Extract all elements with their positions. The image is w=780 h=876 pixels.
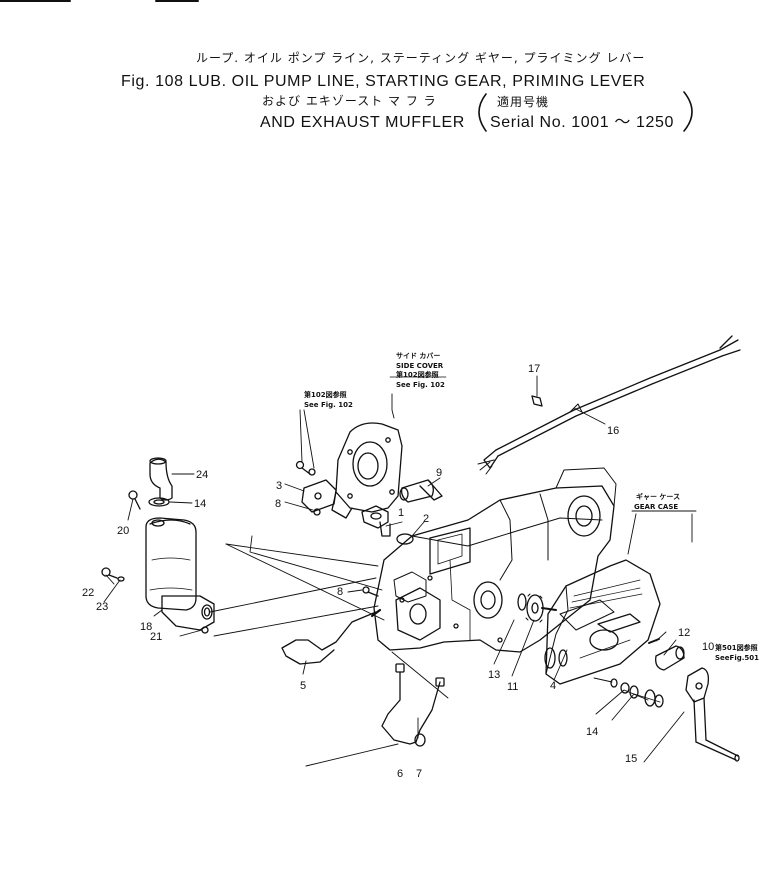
title-line-4-en: AND EXHAUST MUFFLER (260, 114, 465, 131)
callout-9: 9 (436, 467, 442, 479)
callout-14-upper: 14 (194, 498, 206, 510)
lever-shaft-10 (655, 645, 685, 671)
bolt-8-lower (362, 586, 379, 597)
callout-3: 3 (276, 480, 282, 492)
bolt-20 (128, 490, 141, 510)
callout-16: 16 (607, 425, 619, 437)
leader-lines (103, 375, 693, 767)
side-cover-ref-jp: 第102図参照 (396, 370, 439, 379)
callout-8-upper: 8 (275, 498, 281, 510)
fig501-ref-en: SeeFig.501 (715, 654, 759, 662)
callout-18: 18 (140, 621, 152, 633)
callout-11: 11 (507, 681, 518, 693)
washer-23 (117, 576, 125, 582)
serial-right-paren (683, 91, 693, 132)
side-cover-note-jp: サイド カバー (396, 352, 440, 360)
callout-6: 6 (397, 768, 403, 780)
bolt-22 (101, 567, 118, 579)
callout-20: 20 (117, 525, 129, 537)
starting-gear-11 (525, 593, 557, 623)
side-cover-note-en: SIDE COVER (396, 362, 444, 370)
callout-7: 7 (416, 768, 422, 780)
fitting-1 (361, 505, 391, 537)
callout-23: 23 (96, 601, 108, 613)
reference-notes: サイド カバー SIDE COVER 第102図参照 See Fig. 102 … (304, 352, 759, 662)
callout-17: 17 (528, 363, 540, 375)
side-cover-ref-en: See Fig. 102 (396, 381, 445, 389)
callout-2: 2 (423, 513, 429, 525)
side-cover-bolts (295, 460, 321, 516)
priming-lever-15 (685, 667, 740, 762)
oil-pipe-5 (281, 608, 382, 665)
oil-pipe-6-7 (381, 663, 445, 747)
callout-24: 24 (196, 469, 208, 481)
union-9 (399, 479, 443, 503)
upper-ref-jp: 第102図参照 (304, 390, 347, 399)
nut-21 (201, 626, 209, 634)
gear-case (544, 559, 661, 685)
assembly-guide-lines (209, 535, 449, 699)
callout-5: 5 (300, 680, 306, 692)
exhaust-pipe-24 (149, 457, 173, 501)
callout-22: 22 (82, 587, 94, 599)
clip-17 (531, 395, 543, 407)
serial-label-jp: 適用号機 (497, 94, 549, 109)
callout-21: 21 (150, 631, 162, 643)
cover-plate-3 (301, 479, 337, 513)
cable-harness-16 (477, 335, 741, 475)
washer-13 (517, 593, 527, 611)
callout-14-lower: 14 (586, 726, 598, 738)
callout-15: 15 (625, 753, 637, 765)
gear-case-note-jp: ギャー ケース (636, 492, 680, 501)
exhaust-muffler (145, 517, 215, 631)
fig501-ref-jp: 第501図参照 (715, 643, 758, 652)
title-line-2-en: Fig. 108 LUB. OIL PUMP LINE, STARTING GE… (121, 73, 645, 90)
callout-4: 4 (550, 680, 556, 692)
gasket-14-upper (148, 497, 170, 507)
callout-10: 10 (702, 641, 714, 653)
side-cover (331, 422, 403, 519)
upper-ref-en: See Fig. 102 (304, 401, 353, 409)
title-block: ループ. オイル ポンプ ライン, ステーティング ギヤー, プライミング レバ… (121, 51, 674, 131)
o-ring-2 (396, 533, 414, 545)
washers-14-lower (610, 678, 664, 708)
callout-8-lower: 8 (337, 586, 343, 598)
serial-left-paren (478, 93, 487, 132)
serial-range-en: Serial No. 1001 ～ 1250 (490, 114, 674, 131)
callout-1: 1 (398, 507, 404, 519)
title-line-3-jp: および エキゾースト マ フ ラ (262, 94, 437, 108)
callout-12: 12 (678, 627, 690, 639)
main-housing (373, 467, 617, 653)
title-line-1-jp: ループ. オイル ポンプ ライン, ステーティング ギヤー, プライミング レバ… (196, 51, 645, 65)
callout-labels: 1 2 3 4 5 6 7 8 8 9 10 11 12 13 14 14 15… (82, 363, 714, 780)
gear-case-note-en: GEAR CASE (634, 503, 678, 511)
callout-13: 13 (488, 669, 500, 681)
